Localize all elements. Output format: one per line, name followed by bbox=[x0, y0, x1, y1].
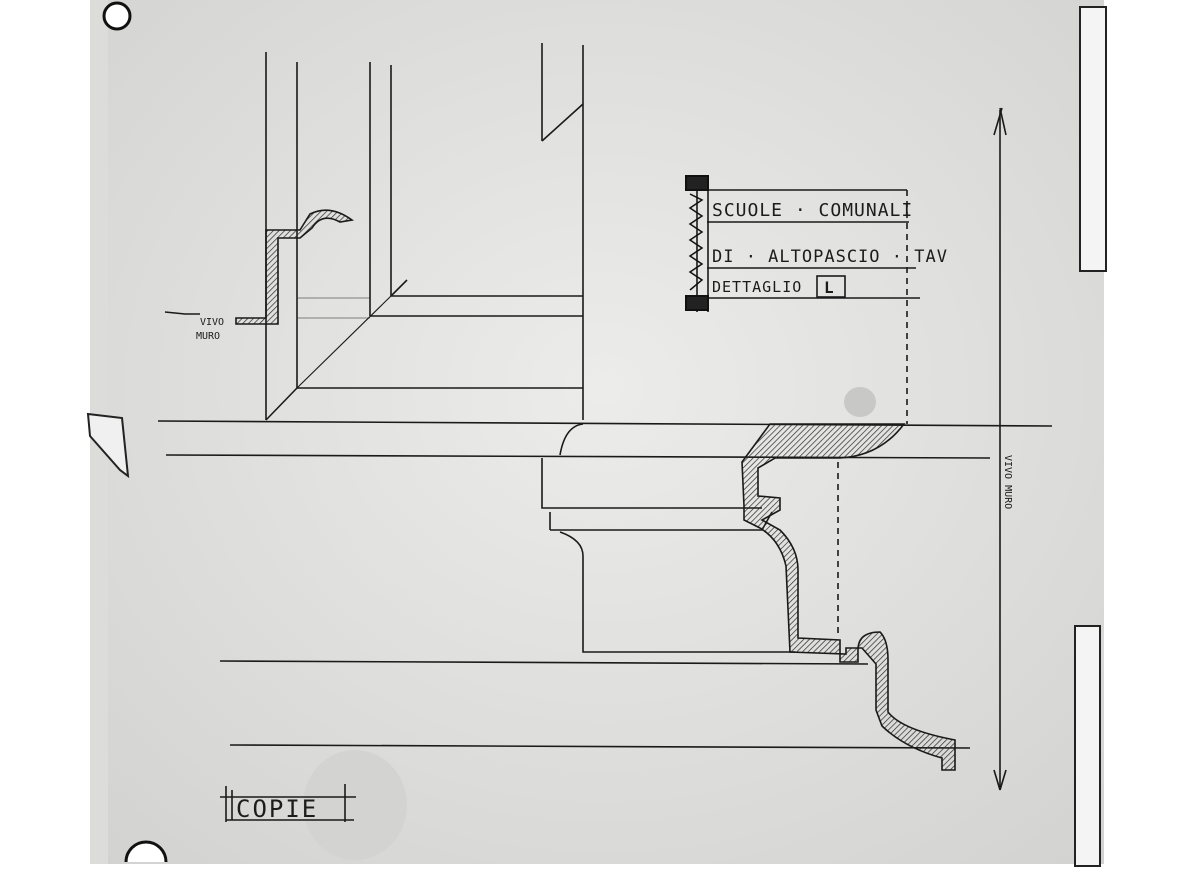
sheet-letter: L bbox=[824, 278, 834, 297]
copie-stamp bbox=[220, 784, 356, 822]
binder-hole-icon bbox=[102, 1, 132, 31]
paper-sheet bbox=[104, 0, 1104, 864]
binder-hole-icon bbox=[124, 840, 168, 863]
title-line-1: SCUOLE · COMUNALI bbox=[712, 200, 913, 221]
title-block-ornament bbox=[685, 175, 709, 311]
paper-stain bbox=[303, 750, 407, 860]
vivo-muro-label-line2: MURO bbox=[196, 331, 220, 342]
copie-label: COPIE bbox=[236, 795, 318, 823]
clip-top-right bbox=[1079, 6, 1107, 272]
vivo-muro-vertical-label: VIVO MURO bbox=[1002, 455, 1013, 509]
title-line-2: DI · ALTOPASCIO · TAV bbox=[712, 247, 948, 267]
hatched-sections bbox=[235, 209, 956, 771]
paper-stain bbox=[844, 387, 876, 417]
sheet-letter-box bbox=[816, 275, 846, 298]
tape-left bbox=[86, 412, 130, 479]
architectural-detail-lines bbox=[157, 43, 1053, 791]
vivo-muro-label-line1: VIVO bbox=[200, 317, 224, 328]
title-line-3: DETTAGLIO bbox=[712, 278, 802, 296]
clip-bottom-right bbox=[1074, 625, 1101, 867]
